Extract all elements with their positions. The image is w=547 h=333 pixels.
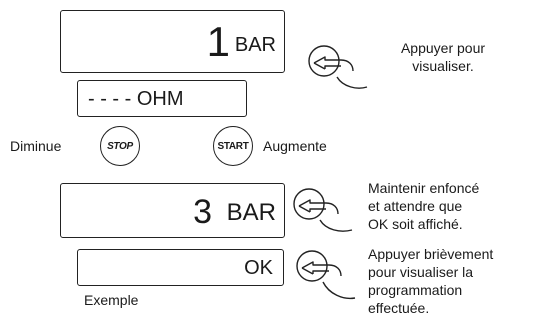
display-pressure-mid: 3 BAR (60, 183, 285, 238)
finger-brief-icon (296, 250, 356, 300)
finger-press-icon (308, 45, 368, 89)
display-ohm-text: - - - - OHM (88, 88, 184, 110)
display-ohm: - - - - OHM (77, 80, 247, 117)
instruction-view: Appuyer pour visualiser. (383, 39, 503, 75)
instruction-hold-line: et attendre que (368, 198, 463, 214)
display-pressure-mid-value: 3 (193, 193, 212, 231)
stop-button[interactable]: STOP (100, 126, 140, 166)
start-button[interactable]: START (213, 126, 253, 166)
instruction-brief-line: Appuyer brièvement (368, 246, 494, 262)
display-pressure-value: 1 (206, 18, 230, 65)
start-button-label: START (217, 140, 249, 152)
example-caption: Exemple (84, 292, 139, 308)
decrease-label: Diminue (10, 138, 62, 154)
increase-label: Augmente (263, 138, 327, 154)
instruction-view-line: visualiser. (412, 58, 474, 74)
instruction-view-line: Appuyer pour (400, 40, 486, 56)
instruction-hold: Maintenir enfoncé et attendre que OK soi… (368, 179, 479, 233)
instruction-brief: Appuyer brièvement pour visualiser la pr… (368, 245, 493, 317)
instruction-hold-line: OK soit affiché. (368, 216, 463, 232)
display-pressure-top: 1 BAR (60, 10, 285, 73)
instruction-hold-line: Maintenir enfoncé (368, 180, 480, 196)
finger-hold-icon (293, 188, 353, 232)
stop-button-label: STOP (107, 140, 133, 152)
instruction-brief-line: pour visualiser la (368, 264, 474, 280)
instruction-brief-line: programmation (368, 282, 463, 298)
instruction-brief-line: effectuée. (368, 300, 430, 316)
display-pressure-mid-unit: BAR (226, 199, 276, 226)
display-ok: OK (77, 249, 284, 286)
display-pressure-unit: BAR (234, 34, 276, 56)
display-ok-text: OK (244, 257, 273, 279)
